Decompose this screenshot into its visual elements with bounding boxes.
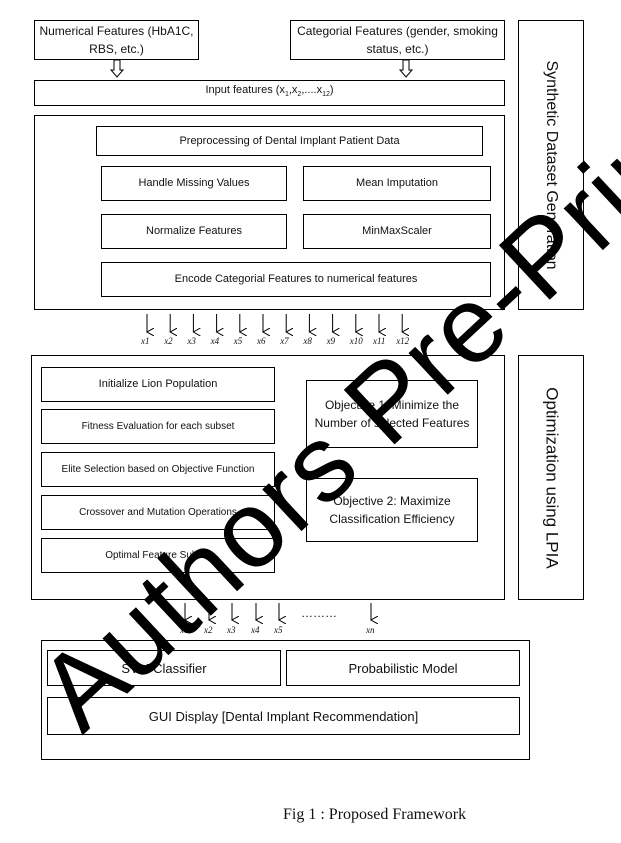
- objective2-label: Objective 2: Maximize Classification Eff…: [329, 494, 455, 526]
- optimization-step: Optimal Feature Subset: [41, 538, 275, 573]
- selected-output-label: x4: [251, 625, 260, 635]
- input-features-box: Input features (x1,x2,....x12): [34, 80, 505, 106]
- feature-output-label: x9: [326, 336, 336, 346]
- optimization-step-label: Elite Selection based on Objective Funct…: [61, 464, 255, 475]
- handle-missing-label: Handle Missing Values: [138, 177, 250, 189]
- selected-output-arrows: [185, 603, 371, 620]
- synthetic-side-box: Synthetic Dataset Generation: [518, 20, 584, 310]
- categorial-features-box: Categorial Features (gender, smoking sta…: [290, 20, 505, 60]
- probabilistic-label: Probabilistic Model: [348, 660, 458, 676]
- minmax-label: MinMaxScaler: [362, 225, 432, 237]
- objective2-box: Objective 2: Maximize Classification Eff…: [306, 478, 478, 542]
- feature-output-label: x8: [303, 336, 312, 346]
- objective1-box: Objective 1: Minimize the Number of sele…: [306, 380, 478, 448]
- gui-box: GUI Display [Dental Implant Recommendati…: [47, 697, 520, 735]
- svm-box: SVM Classifier: [47, 650, 281, 686]
- numerical-features-label: Numerical Features (HbA1C, RBS, etc.): [39, 24, 194, 56]
- numerical-features-box: Numerical Features (HbA1C, RBS, etc.): [34, 20, 199, 60]
- synthetic-side-label: Synthetic Dataset Generation: [543, 60, 560, 270]
- gui-label: GUI Display [Dental Implant Recommendati…: [148, 708, 419, 724]
- svm-label: SVM Classifier: [121, 660, 207, 676]
- feature-output-label: x11: [373, 336, 386, 346]
- optimization-step-label: Initialize Lion Population: [98, 378, 218, 390]
- hollow-arrow-categorial: [398, 59, 414, 78]
- optimization-step: Initialize Lion Population: [41, 367, 275, 402]
- optimization-side-box: Optimization using LPIA: [518, 355, 584, 600]
- normalize-label: Normalize Features: [146, 225, 242, 237]
- preprocessing-title-box: Preprocessing of Dental Implant Patient …: [96, 126, 483, 156]
- feature-output-label: x10: [349, 336, 363, 346]
- feature-output-label: x5: [233, 336, 243, 346]
- feature-output-label: x6: [257, 336, 266, 346]
- preprocessing-title: Preprocessing of Dental Implant Patient …: [179, 134, 400, 147]
- selected-output-label: x3: [227, 625, 236, 635]
- encode-box: Encode Categorial Features to numerical …: [101, 262, 491, 297]
- selected-output-label: xn: [366, 625, 375, 635]
- categorial-features-label: Categorial Features (gender, smoking sta…: [297, 24, 498, 56]
- selected-output-label: x1: [180, 625, 189, 635]
- probabilistic-box: Probabilistic Model: [286, 650, 520, 686]
- feature-output-label: x4: [210, 336, 220, 346]
- feature-output-label: x7: [280, 336, 289, 346]
- optimization-step-label: Optimal Feature Subset: [105, 550, 211, 561]
- optimization-step: Elite Selection based on Objective Funct…: [41, 452, 275, 487]
- optimization-side-label: Optimization using LPIA: [542, 386, 561, 569]
- optimization-step-label: Crossover and Mutation Operations: [79, 507, 237, 518]
- optimization-step: Crossover and Mutation Operations: [41, 495, 275, 530]
- feature-output-label: x12: [396, 336, 410, 346]
- optimization-step-label: Fitness Evaluation for each subset: [81, 421, 235, 432]
- mean-imputation-box: Mean Imputation: [303, 166, 491, 201]
- normalize-box: Normalize Features: [101, 214, 287, 249]
- encode-label: Encode Categorial Features to numerical …: [174, 273, 418, 285]
- handle-missing-box: Handle Missing Values: [101, 166, 287, 201]
- feature-output-label: x3: [187, 336, 196, 346]
- figure-caption: Fig 1 : Proposed Framework: [283, 806, 467, 823]
- feature-output-arrows: [147, 314, 402, 332]
- selected-ellipsis: ………: [301, 606, 337, 620]
- selected-output-label: x2: [204, 625, 213, 635]
- feature-output-label: x1: [141, 336, 150, 346]
- feature-output-label: x2: [164, 336, 173, 346]
- minmax-box: MinMaxScaler: [303, 214, 491, 249]
- input-features-label: Input features (x1,x2,....x12): [205, 84, 334, 99]
- mean-imputation-label: Mean Imputation: [356, 177, 438, 189]
- optimization-step: Fitness Evaluation for each subset: [41, 409, 275, 444]
- hollow-arrow-numerical: [109, 59, 125, 78]
- selected-output-label: x5: [274, 625, 283, 635]
- objective1-label: Objective 1: Minimize the Number of sele…: [314, 398, 470, 430]
